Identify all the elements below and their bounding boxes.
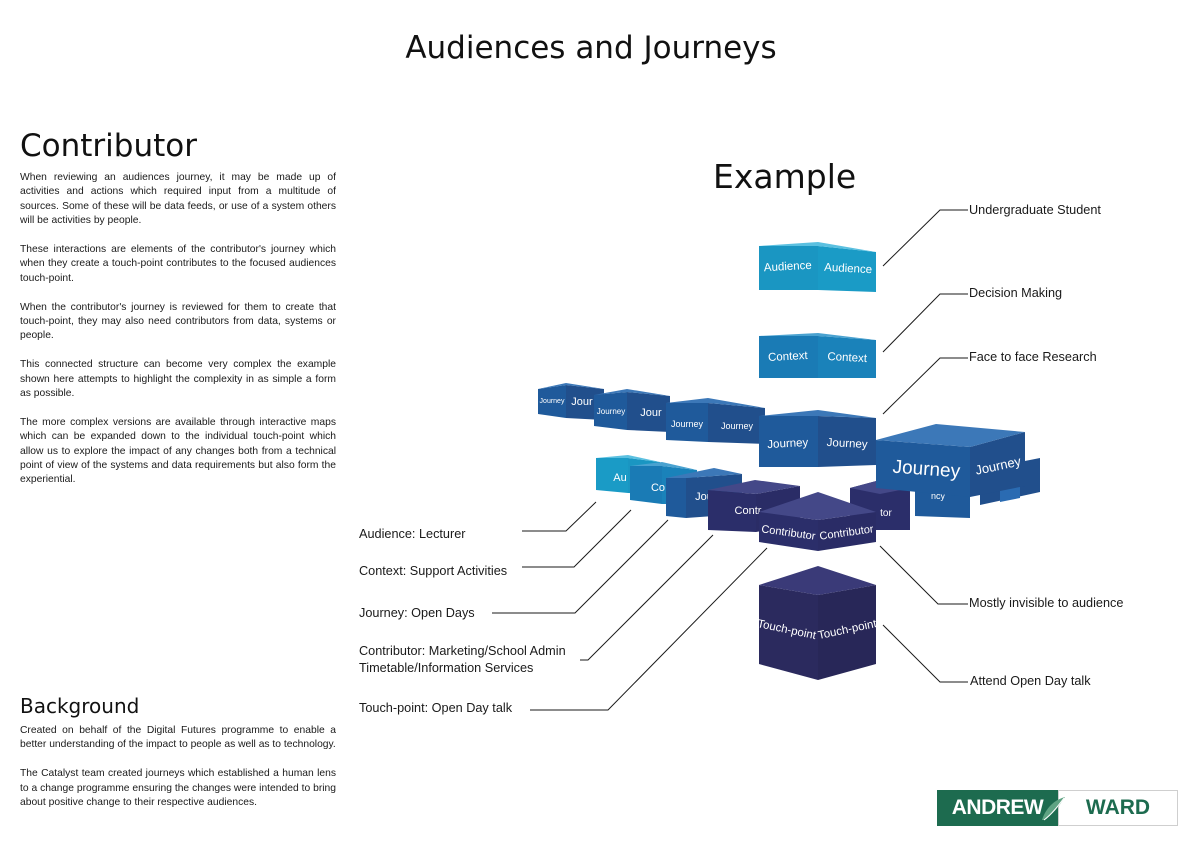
journey-label: Journey <box>671 419 704 429</box>
contributor-text: When reviewing an audiences journey, it … <box>20 171 336 502</box>
journey-label: Journey <box>767 437 809 451</box>
touchpoint-cube: Touch-point Touch-point <box>756 566 878 680</box>
callout-audience-lecturer: Audience: Lecturer <box>359 527 466 541</box>
callout-touchpoint: Touch-point: Open Day talk <box>359 701 513 715</box>
journey-label: Journey <box>540 398 565 405</box>
leader-line-lecturer <box>522 501 597 532</box>
callout-research: Face to face Research <box>969 350 1097 364</box>
page-title: Audiences and Journeys <box>405 30 777 66</box>
contributor-paragraph: These interactions are elements of the c… <box>20 244 336 284</box>
leaf-icon <box>1042 797 1065 821</box>
audience-cube: Audience Audience <box>759 242 876 292</box>
leader-line-context <box>522 509 632 568</box>
leader-line-invisible <box>879 545 968 605</box>
leader-line-contributor <box>580 534 714 661</box>
context-label: Context <box>827 351 868 365</box>
journey-label: Journey <box>597 407 625 416</box>
leader-line-undergraduate <box>882 209 968 267</box>
callout-context: Context: Support Activities <box>359 564 508 578</box>
contributor-paragraph: This connected structure can become very… <box>20 359 336 400</box>
background-paragraph: The Catalyst team created journeys which… <box>20 768 336 809</box>
callout-contributor: Contributor: Marketing/School Admin <box>359 644 566 658</box>
callout-decision-making: Decision Making <box>969 286 1063 300</box>
contributor-label-cropped: tor <box>880 508 892 519</box>
callout-invisible: Mostly invisible to audience <box>969 596 1124 610</box>
leader-line-touchpoint <box>530 547 768 711</box>
background-text: Created on behalf of the Digital Futures… <box>20 724 336 825</box>
journey-cube-medium: Journey Journey <box>666 398 765 444</box>
leader-lines <box>492 209 968 711</box>
journey-label-cropped: Jour <box>640 407 662 419</box>
audience-label: Audience <box>764 260 813 274</box>
journey-label: Journey <box>721 421 754 431</box>
journey-label: Journey <box>826 437 868 451</box>
journey-label-cropped: ncy <box>931 491 946 501</box>
callout-undergraduate: Undergraduate Student <box>969 203 1101 217</box>
callout-journey: Journey: Open Days <box>359 606 475 620</box>
contributor-cube-center: Contributor Contributor <box>759 492 876 551</box>
journey-cube-large: Journey Journey <box>876 424 1025 497</box>
contributor-paragraph: The more complex versions are available … <box>20 416 336 486</box>
andrew-ward-logo: ANDREW WARD <box>937 790 1178 826</box>
callout-open-day: Attend Open Day talk <box>970 674 1091 688</box>
background-heading: Background <box>20 694 140 718</box>
background-paragraph: Created on behalf of the Digital Futures… <box>20 725 336 751</box>
context-cube: Context Context <box>759 333 876 378</box>
contributor-label-cropped: Contr <box>735 505 762 517</box>
logo-text-left: ANDREW <box>937 790 1058 826</box>
leader-line-decision <box>882 293 968 353</box>
leader-line-research <box>882 357 968 415</box>
journey-label-cropped: Jour <box>571 396 593 408</box>
audience-label: Audience <box>824 262 873 276</box>
callout-contributor-line2: Timetable/Information Services <box>359 661 534 675</box>
journey-cube-center: Journey Journey <box>759 410 876 467</box>
journey-label: Journey <box>892 457 961 483</box>
leader-line-journey <box>492 519 669 614</box>
logo-text-right: WARD <box>1058 790 1178 826</box>
journey-cube-small: Journey Jour <box>594 389 670 432</box>
audience-label-cropped: Au <box>613 472 626 484</box>
example-heading: Example <box>713 157 857 196</box>
leader-line-open-day <box>882 624 968 683</box>
context-label: Context <box>768 350 809 364</box>
contributor-heading: Contributor <box>20 128 197 164</box>
context-label-cropped: Co <box>651 482 665 494</box>
contributor-paragraph: When the contributor's journey is review… <box>20 301 336 342</box>
contributor-paragraph: When reviewing an audiences journey, it … <box>20 172 336 227</box>
